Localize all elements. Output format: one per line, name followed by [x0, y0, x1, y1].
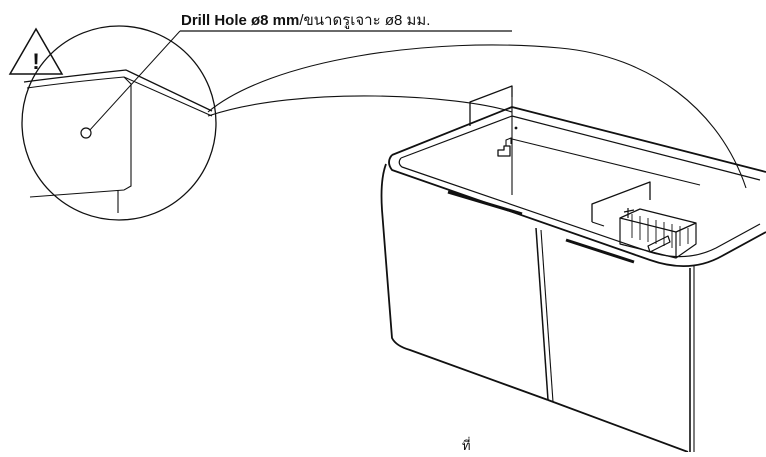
door-split-line	[536, 228, 548, 400]
callout-label-en: Drill Hole ø8 mm	[181, 12, 299, 29]
cabinet-rim-front-outer	[389, 155, 766, 266]
vanity-cabinet	[382, 86, 766, 452]
drill-hole-callout: Drill Hole ø8 mm/ขนาดรูเจาะ ø8 มม.	[89, 12, 512, 131]
cabinet-rim-front-inner	[399, 158, 760, 257]
footer-partial-text: ที่	[462, 437, 471, 452]
cabinet-left-side	[382, 164, 549, 400]
magnifier-connector	[208, 45, 746, 188]
connector-arc-upper	[208, 45, 746, 188]
drawer-basket	[620, 208, 696, 258]
connector-arc-lower	[208, 96, 512, 116]
wall-bracket	[498, 146, 510, 156]
detail-panel-side	[30, 77, 131, 197]
basket-top-frame	[620, 209, 696, 232]
basket-rail	[648, 236, 670, 252]
callout-label-th: ขนาดรูเจาะ ø8 มม.	[304, 12, 431, 29]
drill-hole-mark	[81, 128, 91, 138]
back-panel-hole	[515, 127, 518, 130]
basket-side	[676, 223, 696, 258]
cabinet-bottom-edge	[548, 400, 688, 452]
cabinet-rim-top-outer	[392, 107, 766, 172]
wall-bracket-top	[506, 138, 511, 146]
divider-panel-top	[592, 182, 650, 222]
detail-panel-edge-outer	[24, 70, 212, 111]
back-panel-top	[470, 86, 512, 126]
back-panel-bottom-edge	[512, 139, 700, 185]
callout-label: Drill Hole ø8 mm/ขนาดรูเจาะ ø8 มม.	[181, 12, 430, 29]
callout-leader-line	[89, 31, 180, 131]
detail-panel-edge-inner	[27, 77, 212, 116]
warning-glyph: !	[32, 49, 39, 74]
divider-panel-foot	[592, 222, 604, 226]
cabinet-rim-top-inner	[401, 116, 760, 180]
